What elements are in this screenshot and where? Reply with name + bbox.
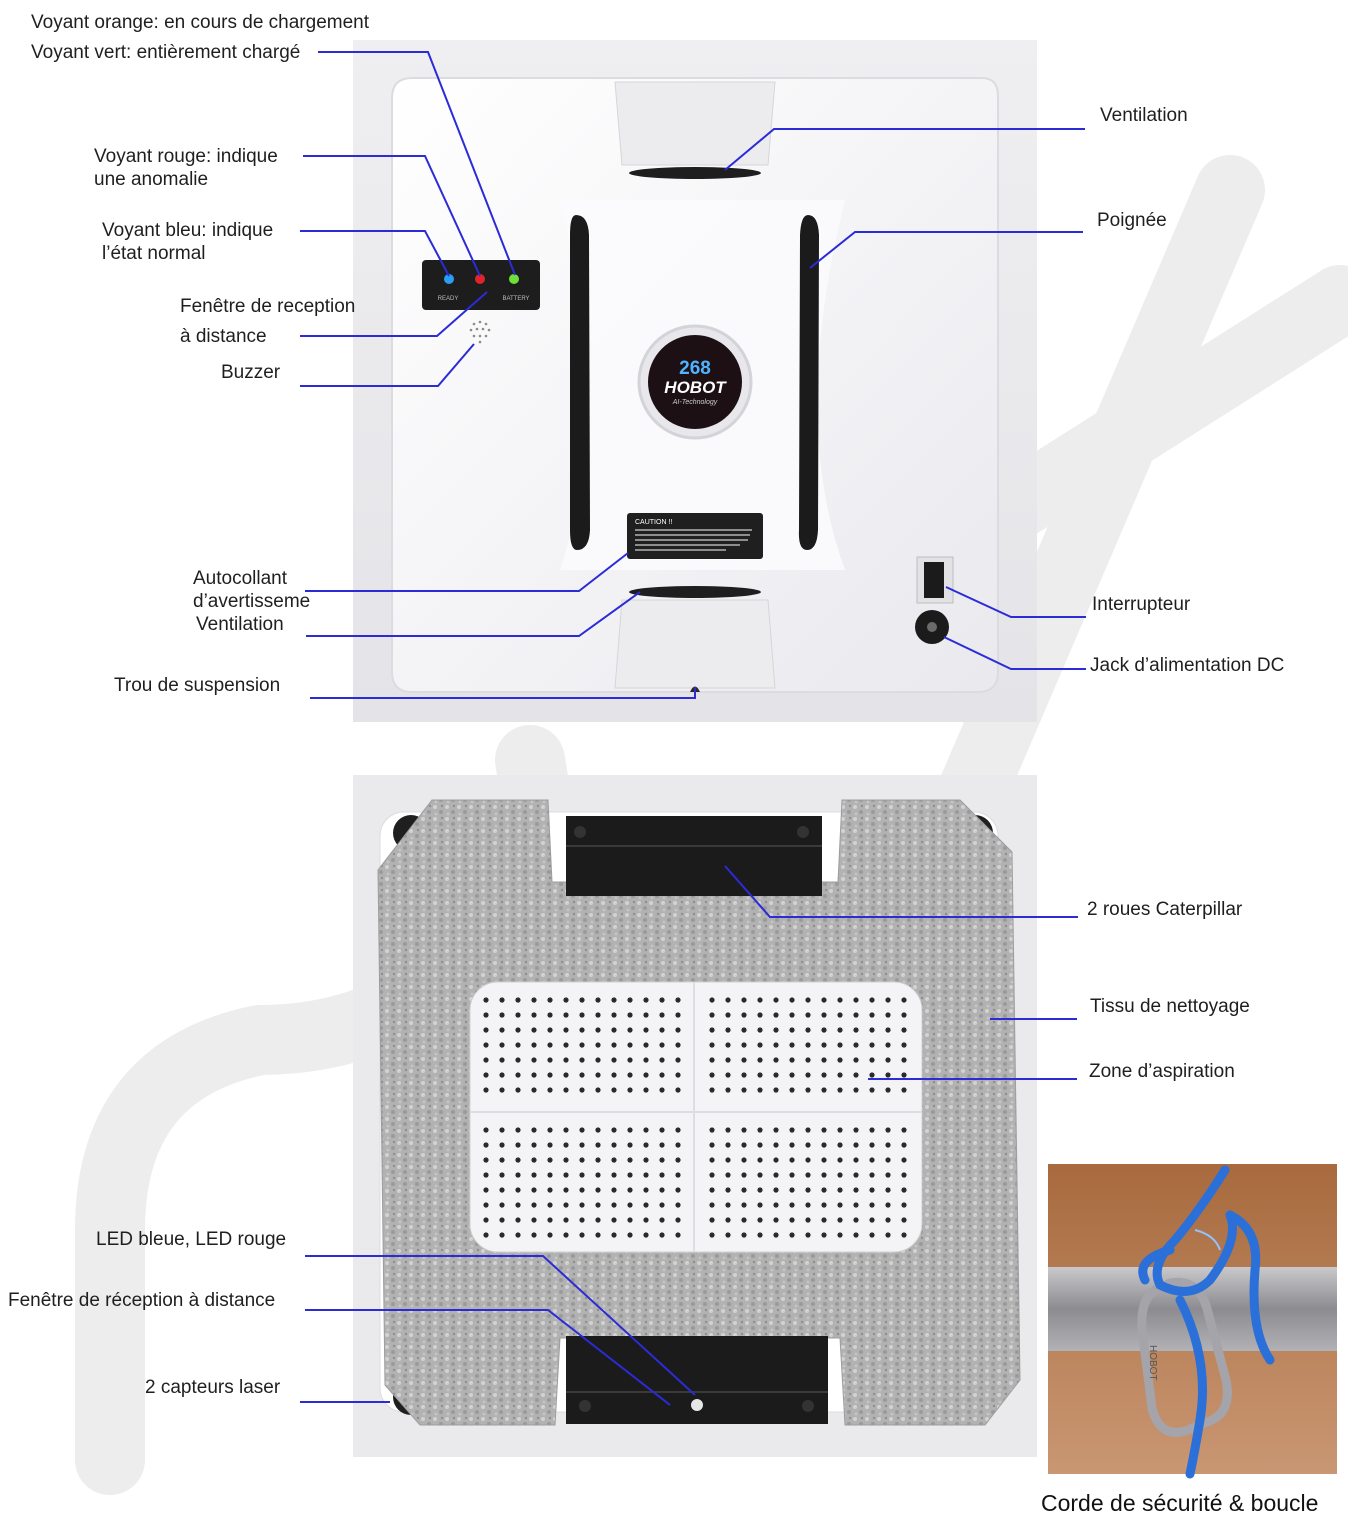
label-orange-led: Voyant orange: en cours de chargement	[31, 12, 370, 33]
suction-holes	[483, 997, 907, 1238]
model-number: 268	[679, 358, 711, 379]
label-dc-jack: Jack d’alimentation DC	[1090, 655, 1285, 676]
warning-sticker	[627, 513, 763, 559]
brand-logo-text: HOBOT	[664, 378, 727, 397]
caution-title: CAUTION !!	[635, 519, 672, 526]
label-warning-sticker-line1: Autocollant	[193, 568, 288, 589]
label-cleaning-cloth: Tissu de nettoyage	[1090, 996, 1250, 1017]
led-panel	[422, 260, 540, 310]
led-red	[475, 274, 485, 284]
suction-zone	[469, 981, 923, 1253]
label-suction-zone: Zone d’aspiration	[1089, 1061, 1235, 1082]
vent-top	[614, 81, 776, 166]
led-blue	[444, 274, 454, 284]
safety-rope-photo: HOBOT	[1048, 1164, 1337, 1479]
bottom-device-view	[353, 775, 1037, 1457]
battery-text: BATTERY	[502, 296, 529, 302]
led-green	[509, 274, 519, 284]
label-hanging-hole: Trou de suspension	[114, 675, 281, 696]
top-device-view: 268 HOBOT AI-Technology READY BATTERY CA…	[353, 40, 1037, 722]
label-laser-sensors: 2 capteurs laser	[145, 1377, 281, 1398]
caterpillar-tracks-top	[566, 816, 822, 896]
label-remote-window-bottom: Fenêtre de réception à distance	[8, 1290, 276, 1311]
label-red-led-line1: Voyant rouge: indique	[94, 146, 278, 167]
label-warning-sticker-line2: d’avertisseme	[193, 591, 311, 612]
label-vent-bottom: Ventilation	[196, 614, 284, 635]
buzzer-holes	[469, 320, 491, 344]
label-caterpillar: 2 roues Caterpillar	[1087, 899, 1243, 920]
label-remote-window-line2: à distance	[180, 326, 267, 347]
label-red-led-line2: une anomalie	[94, 169, 209, 190]
label-power-switch: Interrupteur	[1092, 594, 1191, 615]
label-remote-window-line1: Fenêtre de reception	[180, 296, 356, 317]
ready-text: READY	[438, 296, 459, 302]
caption-safety-rope: Corde de sécurité & boucle	[1041, 1490, 1319, 1516]
carabiner-text: HOBOT	[1147, 1345, 1158, 1381]
vent-bottom	[614, 599, 776, 689]
label-vent-top: Ventilation	[1100, 105, 1188, 126]
label-handle: Poignée	[1097, 210, 1167, 231]
brand-tagline: AI-Technology	[672, 399, 718, 406]
hobot-logo-disc	[648, 335, 742, 429]
label-led-blue-red: LED bleue, LED rouge	[96, 1229, 287, 1250]
label-buzzer: Buzzer	[221, 362, 281, 383]
label-blue-led-line1: Voyant bleu: indique	[102, 220, 274, 241]
bottom-led-window	[691, 1399, 703, 1411]
label-blue-led-line2: l’état normal	[102, 243, 206, 264]
leader-lines	[300, 51, 1086, 1406]
handle-right	[798, 215, 819, 550]
label-green-led: Voyant vert: entièrement chargé	[31, 42, 301, 63]
handle-left	[570, 215, 590, 550]
